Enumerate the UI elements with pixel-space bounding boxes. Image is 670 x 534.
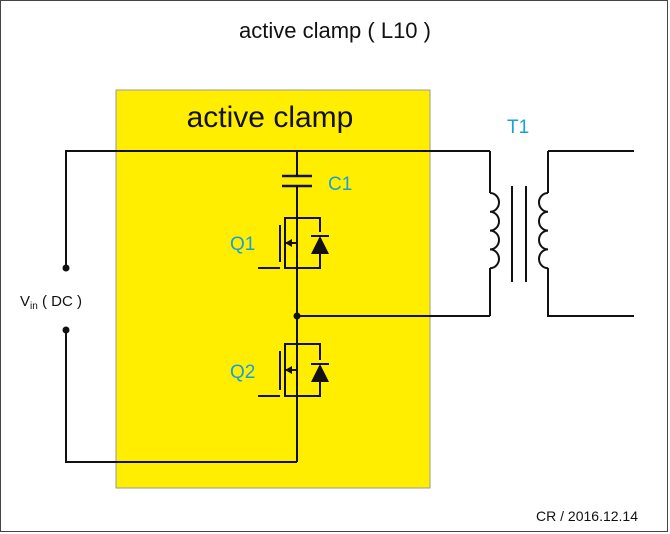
transformer-t1 — [489, 186, 549, 282]
active-clamp-label: active clamp — [187, 101, 354, 134]
bottom-rail-wire — [65, 330, 297, 463]
switch-q2-label: Q2 — [230, 362, 255, 383]
secondary-coil — [538, 192, 549, 270]
capacitor-c1 — [282, 174, 312, 188]
source-sub: in — [30, 301, 38, 312]
junction-mid — [293, 312, 301, 320]
source-terminal-top — [62, 264, 70, 272]
top-rail-wire — [65, 150, 490, 268]
primary-coil — [489, 192, 500, 270]
source-v: V — [20, 293, 30, 310]
q1-diode — [311, 236, 329, 254]
source-label: Vin ( DC ) — [20, 293, 82, 312]
wires — [65, 150, 634, 463]
capacitor-label: C1 — [328, 174, 352, 195]
secondary-top-wire — [547, 150, 634, 193]
secondary-bottom-wire — [547, 268, 634, 317]
source-terminal-bottom — [62, 326, 70, 334]
q2-diode — [311, 364, 329, 382]
active-clamp-block — [115, 89, 431, 489]
switch-q1-label: Q1 — [230, 234, 255, 255]
q2-body-arrow — [285, 366, 292, 374]
source-rest: ( DC ) — [38, 293, 82, 310]
q1-body-arrow — [285, 239, 292, 247]
diagram-footer: CR / 2016.12.14 — [536, 508, 638, 524]
transformer-label: T1 — [507, 117, 529, 138]
diagram-title: active clamp ( L10 ) — [239, 18, 431, 43]
